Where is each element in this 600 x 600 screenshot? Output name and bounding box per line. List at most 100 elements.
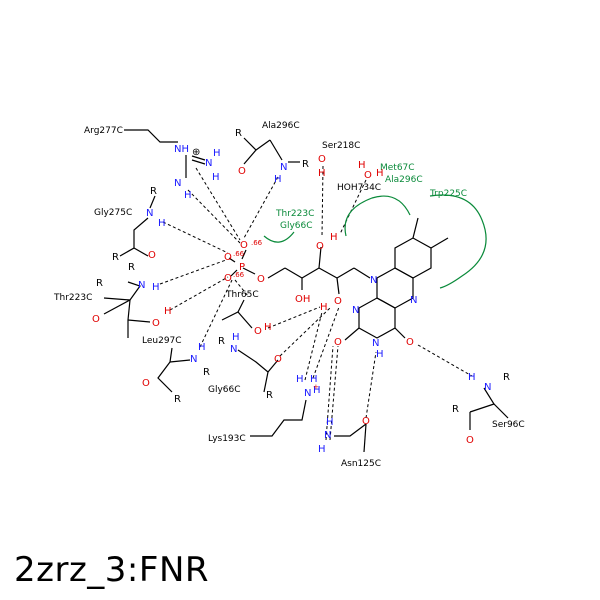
atom-leu297-h: H: [198, 342, 206, 353]
atom-ala-r: R: [235, 128, 242, 139]
atom-gly66-o: O: [274, 354, 282, 365]
hydrophobic-arc-met67-ala296: [344, 195, 411, 237]
label-met67: Met67C: [380, 163, 415, 173]
atom-ser218-h: H: [318, 168, 326, 179]
atom-hoh-h2: H: [376, 168, 384, 179]
atom-lig-n1: N: [352, 305, 359, 316]
atom-lig-h5: H: [330, 232, 338, 243]
page-title: 2zrz_3:FNR: [14, 550, 210, 590]
label-thr65: Thr65C: [225, 290, 259, 300]
atom-thr65-o: O: [254, 326, 262, 337]
hbond-asn125-c: [365, 351, 377, 419]
atom-thr223-r: R: [128, 262, 135, 273]
hbond-ser218: [321, 165, 324, 237]
atom-lig-h3: H: [376, 349, 384, 360]
atom-lig-oh: OH: [295, 294, 310, 305]
hbond-ser96: [417, 344, 473, 377]
hbond-arg-nh2: [187, 189, 241, 244]
lys-plus-charge: +: [313, 383, 319, 391]
atom-lig-o1: O: [240, 240, 248, 251]
atom-ser96-r2: R: [452, 404, 459, 415]
residue-asn125: [334, 423, 367, 453]
atom-lig-n10: N: [370, 275, 377, 286]
hydrogen-bonds: [159, 165, 473, 441]
atom-arg-h2: H: [212, 172, 220, 183]
hbond-thr65-oh: [267, 306, 321, 329]
hbond-asn125-a: [329, 345, 339, 441]
hbond-thr65: [234, 279, 249, 297]
atom-thr223-r2: R: [96, 278, 103, 289]
hbond-hoh734: [339, 179, 367, 235]
atom-leu297-r2: R: [174, 394, 181, 405]
label-arg277: Arg277C: [84, 126, 123, 136]
atom-ala-n: N: [280, 162, 287, 173]
atom-thr223-hg: H: [164, 306, 172, 317]
atom-asn-n: N: [324, 430, 331, 441]
label-thr223-hydrophobic: Thr223C: [275, 209, 314, 219]
atom-gly275-r: R: [150, 186, 157, 197]
label-leu297: Leu297C: [142, 336, 182, 346]
charge-o2: .66: [233, 250, 245, 258]
atom-gly275-r2: R: [112, 252, 119, 263]
atom-ser96-r: R: [503, 372, 510, 383]
atom-arg-nh1: N: [174, 178, 181, 189]
atom-lig-n5: N: [410, 295, 417, 306]
atom-lig-p: P: [239, 262, 245, 273]
atom-ala-r2: R: [302, 159, 309, 170]
atom-ser96-n: N: [484, 382, 491, 393]
atom-thr223-h: H: [152, 282, 160, 293]
label-thr223: Thr223C: [53, 293, 92, 303]
atom-gly66-h: H: [232, 332, 240, 343]
residue-gly275: [119, 195, 156, 257]
atom-lig-o2c: O: [334, 337, 342, 348]
residue-thr223: [103, 281, 151, 338]
label-lys193: Lys193C: [208, 434, 246, 444]
atom-lys-h2: H: [310, 374, 318, 385]
atom-lig-h6: H: [320, 302, 328, 313]
atom-ala-h: H: [274, 174, 282, 185]
atom-thr223-n: N: [138, 280, 145, 291]
atom-gly66-r2: R: [266, 390, 273, 401]
atom-thr223-o: O: [92, 314, 100, 325]
label-ser218: Ser218C: [322, 141, 360, 151]
charge-o1: .66: [251, 239, 263, 247]
atom-arg-nh2: N: [205, 158, 212, 169]
label-ser96: Ser96C: [492, 420, 525, 430]
hydrophobic-arcs: [263, 194, 487, 289]
atom-arg-nh: NH: [174, 144, 189, 155]
label-gly66-hydrophobic: Gly66C: [280, 221, 313, 231]
atom-hoh-o: O: [364, 170, 372, 181]
atom-lig-o4: O: [257, 274, 265, 285]
atom-gly66-r: R: [218, 336, 225, 347]
hbond-gly66: [279, 307, 331, 357]
hydrophobic-arc-gly66-thr223: [263, 231, 295, 243]
atom-lys-h3: H: [313, 385, 321, 396]
atom-gly275-h: H: [158, 218, 166, 229]
atom-lig-o6: O: [334, 296, 342, 307]
atom-arg-h1: H: [213, 148, 221, 159]
charge-o3: .66: [233, 271, 245, 279]
residue-leu297: [157, 347, 191, 393]
atom-hoh-h1: H: [358, 160, 366, 171]
atom-thr223-og: O: [152, 318, 160, 329]
label-asn125: Asn125C: [341, 459, 381, 469]
atom-ser96-o: O: [466, 435, 474, 446]
atom-ser96-h: H: [468, 372, 476, 383]
label-gly275: Gly275C: [94, 208, 132, 218]
atom-leu297-n: N: [190, 354, 197, 365]
hbond-thr223-n: [159, 259, 227, 285]
atom-gly66-n: N: [230, 344, 237, 355]
hbond-thr223-o: [169, 276, 229, 311]
hbond-lys193-a: [312, 306, 340, 379]
atom-lys-h1: H: [296, 374, 304, 385]
ligand-fmn: [228, 217, 449, 341]
atom-gly275-n: N: [146, 208, 153, 219]
label-gly66: Gly66C: [208, 385, 241, 395]
atom-leu297-r: R: [203, 367, 210, 378]
atom-leu297-o: O: [142, 378, 150, 389]
label-hoh734: HOH734C: [337, 183, 381, 193]
atom-lig-o2: O: [224, 252, 232, 263]
label-ala296-hydrophobic: Ala296C: [385, 175, 423, 185]
arg-plus-charge: ⊕: [192, 147, 200, 158]
atom-lig-o3: O: [224, 273, 232, 284]
